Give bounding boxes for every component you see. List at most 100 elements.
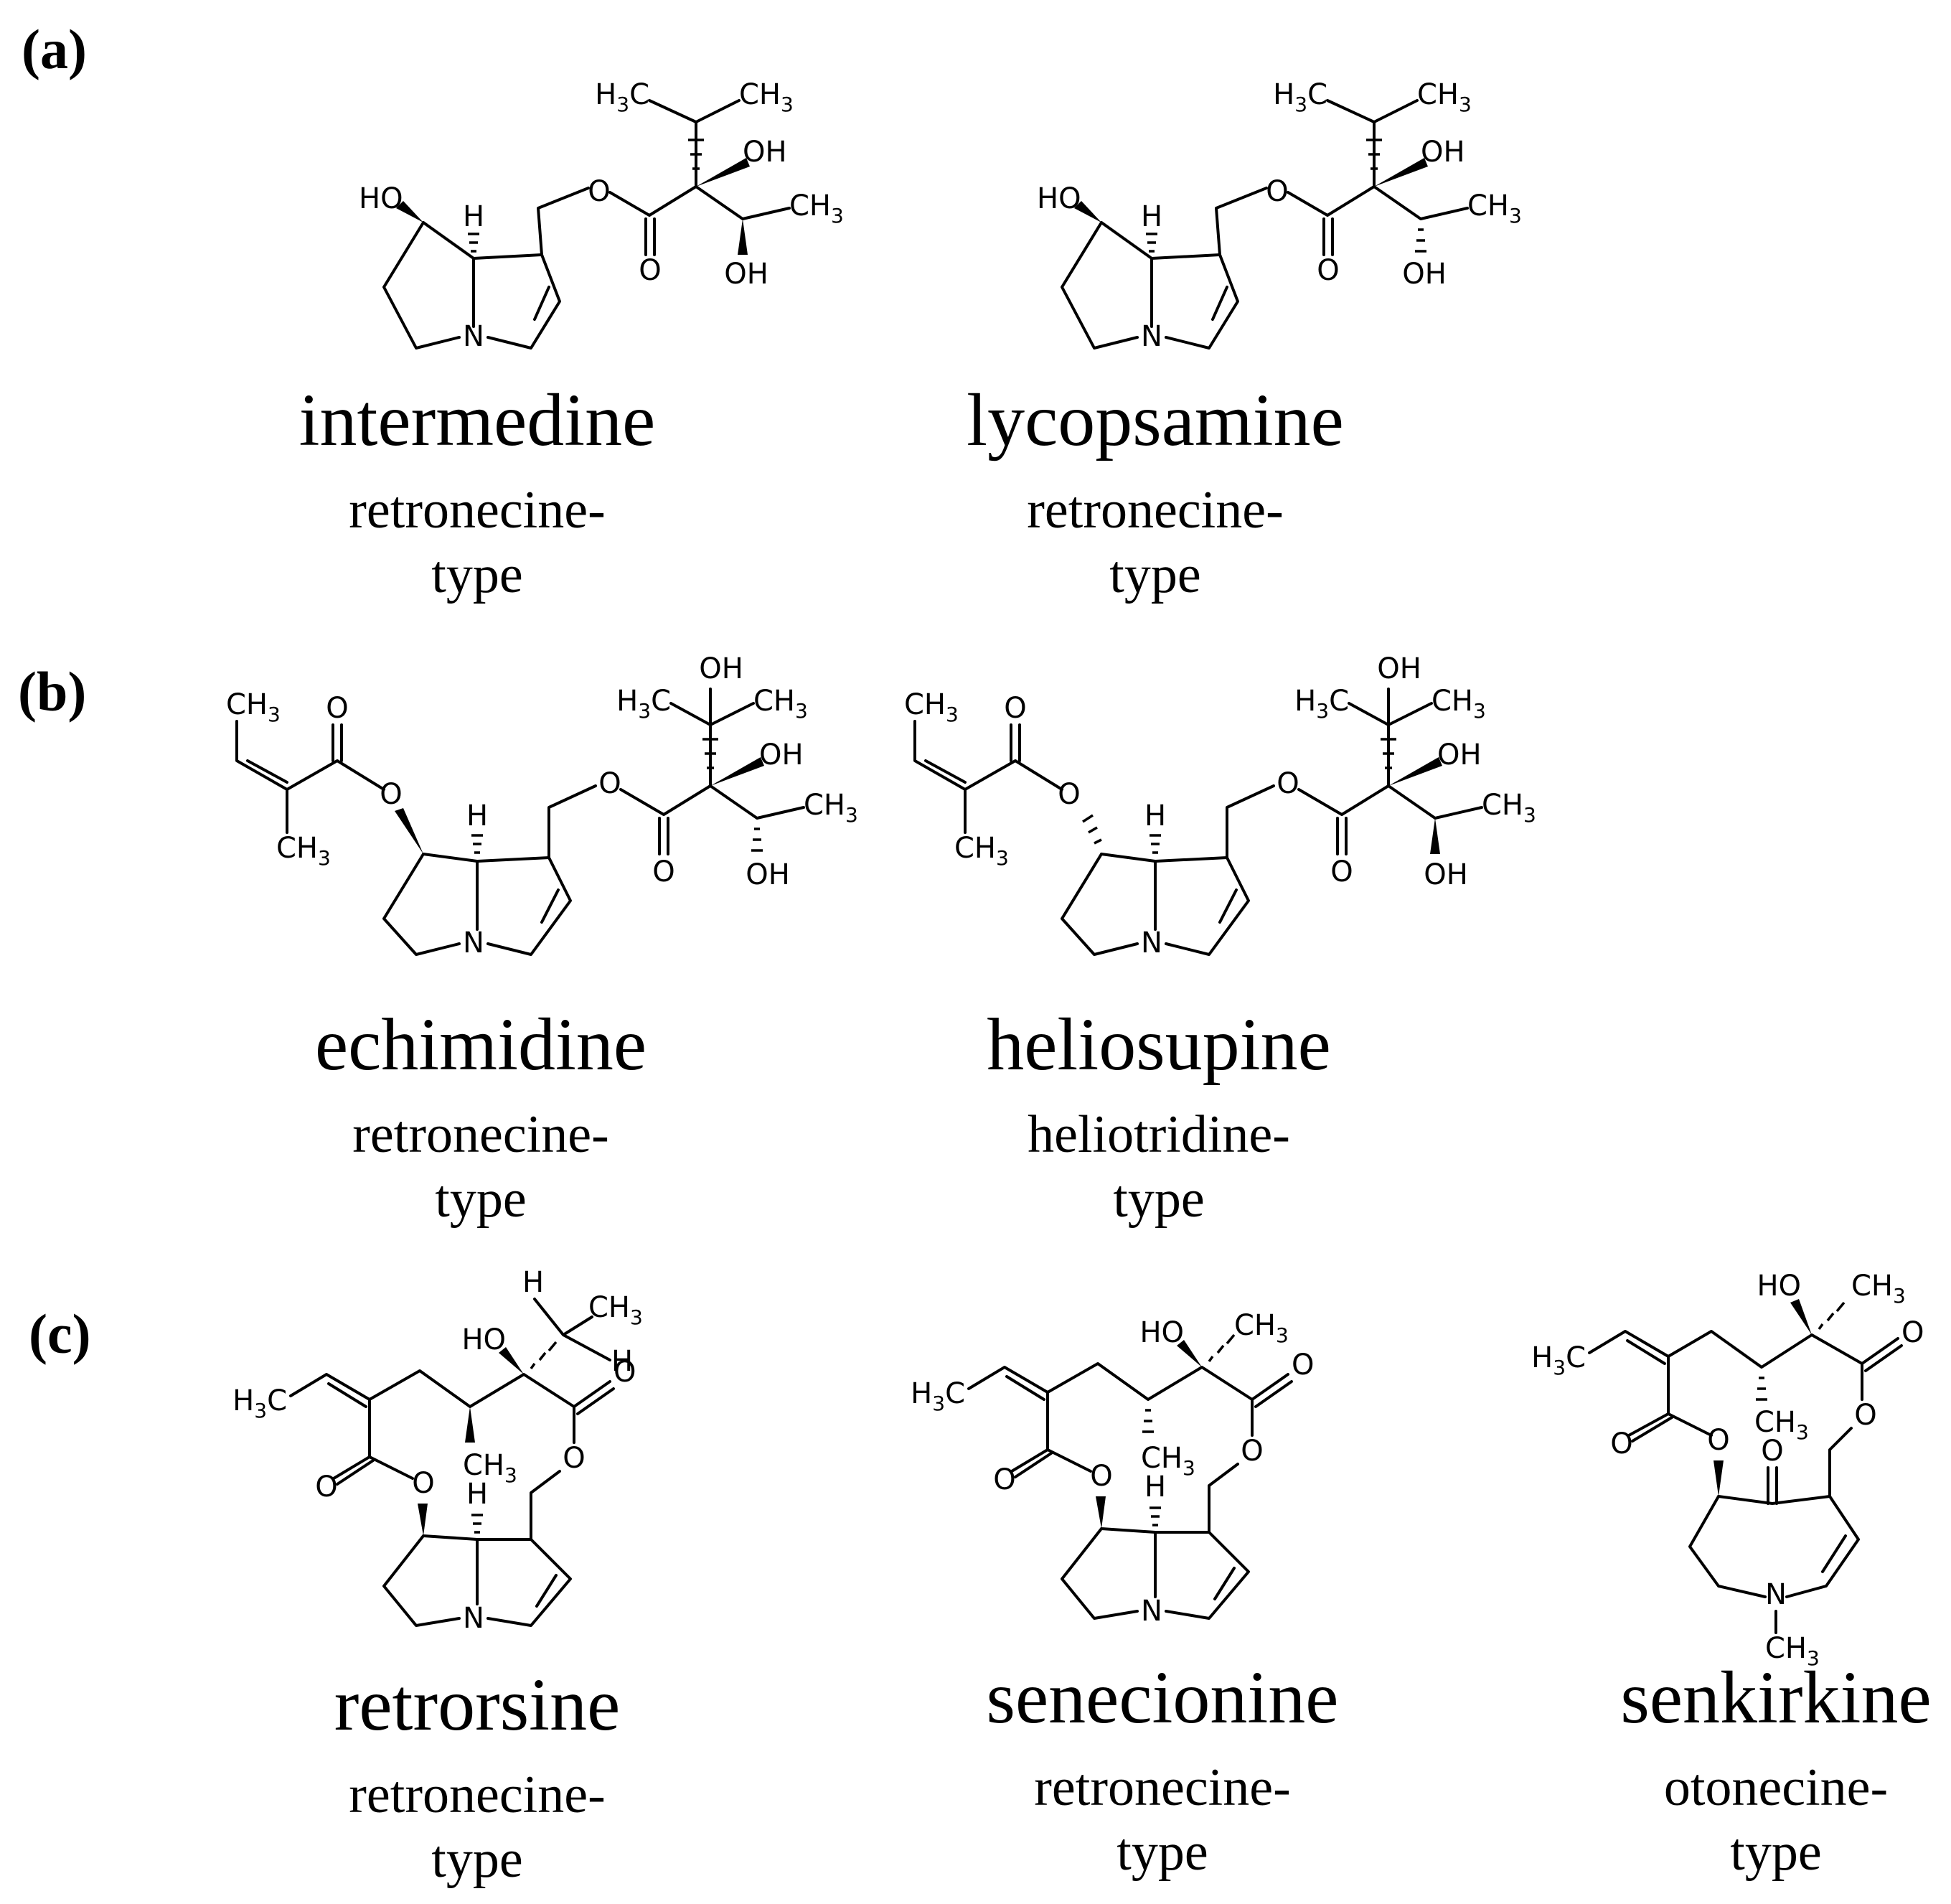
atom-o: O bbox=[563, 1442, 585, 1475]
compound-name-senkirkine: senkirkine bbox=[1620, 1656, 1931, 1739]
compound-type-echimidine-line2: type bbox=[435, 1170, 526, 1229]
atom-ch3: CH3 bbox=[739, 78, 794, 116]
atom-o: O bbox=[380, 778, 402, 811]
atom-ch3: CH3 bbox=[804, 789, 858, 827]
atom-ho: HO bbox=[1139, 1316, 1184, 1349]
atom-ch3: CH3 bbox=[1754, 1406, 1809, 1444]
wedge-bond bbox=[465, 1407, 475, 1443]
compound-type-retrorsine-line2: type bbox=[431, 1830, 522, 1889]
atom-h: H bbox=[1144, 1471, 1166, 1504]
compound-type-lycopsamine: retronecine- bbox=[1027, 481, 1283, 540]
wedge-bond bbox=[696, 158, 750, 187]
atom-oh: OH bbox=[743, 136, 787, 169]
atom-n: N bbox=[463, 320, 484, 353]
atom-ch3: CH3 bbox=[954, 832, 1009, 870]
structure-heliosupine: CH3 CH3 O O H N O O OH OH CH3 OH H3C CH3 bbox=[904, 652, 1536, 960]
atom-ch3: CH3 bbox=[463, 1449, 517, 1487]
atom-ho: HO bbox=[1037, 182, 1081, 215]
atom-h3c: H3C bbox=[595, 78, 649, 116]
wedge-bond bbox=[395, 808, 423, 854]
atom-oh: OH bbox=[699, 652, 743, 685]
atom-oh: OH bbox=[759, 738, 804, 772]
atom-ch3: CH3 bbox=[1234, 1309, 1289, 1347]
compound-type-senecionine: retronecine- bbox=[1034, 1758, 1290, 1817]
compound-type-senecionine-line2: type bbox=[1116, 1823, 1208, 1882]
atom-h3c: H3C bbox=[616, 685, 671, 723]
atom-ch3: CH3 bbox=[753, 685, 808, 723]
atom-ch3: CH3 bbox=[1431, 685, 1486, 723]
atom-n: N bbox=[463, 1602, 484, 1635]
atom-ho: HO bbox=[359, 182, 403, 215]
panel-label-b: (b) bbox=[18, 660, 86, 723]
structure-intermedine: HO H N O O OH OH CH3 H3C CH3 bbox=[359, 78, 844, 353]
atom-ho: HO bbox=[461, 1323, 506, 1356]
atom-ch3: CH3 bbox=[588, 1291, 643, 1329]
atom-o: O bbox=[1090, 1460, 1112, 1493]
compound-name-retrorsine: retrorsine bbox=[334, 1664, 620, 1746]
atom-o: O bbox=[993, 1463, 1015, 1496]
atom-o: O bbox=[1277, 767, 1299, 800]
atom-o: O bbox=[652, 855, 674, 888]
atom-ch3: CH3 bbox=[789, 189, 844, 228]
atom-ch3: CH3 bbox=[904, 688, 959, 726]
atom-o: O bbox=[1901, 1316, 1924, 1349]
atom-ch3: CH3 bbox=[276, 832, 331, 870]
compound-type-intermedine-line2: type bbox=[431, 545, 522, 604]
atom-o: O bbox=[598, 767, 621, 800]
atom-h3c: H3C bbox=[1294, 685, 1349, 723]
atom-h: H bbox=[522, 1266, 544, 1299]
wedge-bond bbox=[1388, 757, 1442, 786]
wedge-bond bbox=[1374, 158, 1428, 187]
panel-label-c: (c) bbox=[29, 1303, 91, 1365]
wedge-bond bbox=[1177, 1340, 1202, 1367]
wedge-bond bbox=[499, 1347, 524, 1374]
compound-type-retrorsine: retronecine- bbox=[349, 1765, 605, 1824]
atom-ch3: CH3 bbox=[1765, 1632, 1820, 1670]
atom-o: O bbox=[1761, 1435, 1783, 1468]
compound-type-intermedine: retronecine- bbox=[349, 481, 605, 540]
atom-ch3: CH3 bbox=[1467, 189, 1522, 228]
wedge-bond bbox=[1713, 1460, 1724, 1496]
wedge-bond bbox=[1430, 818, 1440, 854]
structure-retrorsine: H3C O O CH3 HO H CH3 H O O H N bbox=[232, 1266, 643, 1635]
atom-o: O bbox=[326, 692, 348, 725]
atom-oh: OH bbox=[1421, 136, 1465, 169]
compound-type-senkirkine-line2: type bbox=[1730, 1823, 1821, 1882]
atom-h: H bbox=[463, 200, 484, 233]
wedge-bond bbox=[1096, 1496, 1106, 1529]
compound-name-echimidine: echimidine bbox=[315, 1003, 647, 1086]
atom-n: N bbox=[1765, 1578, 1787, 1611]
wedge-bond bbox=[1790, 1299, 1812, 1335]
atom-o: O bbox=[588, 175, 610, 208]
atom-ch3: CH3 bbox=[1417, 78, 1472, 116]
atom-h: H bbox=[466, 799, 488, 833]
atom-o: O bbox=[1330, 855, 1353, 888]
atom-ch3: CH3 bbox=[1141, 1442, 1195, 1480]
atom-h: H bbox=[611, 1345, 633, 1378]
atom-o: O bbox=[1292, 1349, 1314, 1382]
wedge-bond bbox=[1074, 201, 1101, 222]
atom-o: O bbox=[1241, 1435, 1263, 1468]
wedge-bond bbox=[396, 201, 423, 222]
atom-n: N bbox=[463, 927, 484, 960]
atom-o: O bbox=[1058, 778, 1080, 811]
compound-type-lycopsamine-line2: type bbox=[1109, 545, 1200, 604]
compound-name-lycopsamine: lycopsamine bbox=[967, 379, 1344, 461]
atom-o: O bbox=[613, 1356, 636, 1389]
atom-o: O bbox=[1707, 1424, 1729, 1457]
atom-ch3: CH3 bbox=[1482, 789, 1536, 827]
atom-oh: OH bbox=[1402, 258, 1447, 291]
atom-ch3: CH3 bbox=[1851, 1270, 1906, 1308]
atom-o: O bbox=[1004, 692, 1026, 725]
atom-h3c: H3C bbox=[911, 1377, 965, 1415]
compound-type-echimidine: retronecine- bbox=[352, 1105, 608, 1164]
atom-o: O bbox=[315, 1471, 337, 1504]
atom-h: H bbox=[1144, 799, 1166, 833]
atom-n: N bbox=[1141, 1595, 1162, 1628]
wedge-bond bbox=[710, 757, 764, 786]
compound-name-intermedine: intermedine bbox=[299, 379, 656, 461]
compound-name-senecionine: senecionine bbox=[987, 1656, 1339, 1739]
atom-o: O bbox=[1610, 1427, 1632, 1460]
